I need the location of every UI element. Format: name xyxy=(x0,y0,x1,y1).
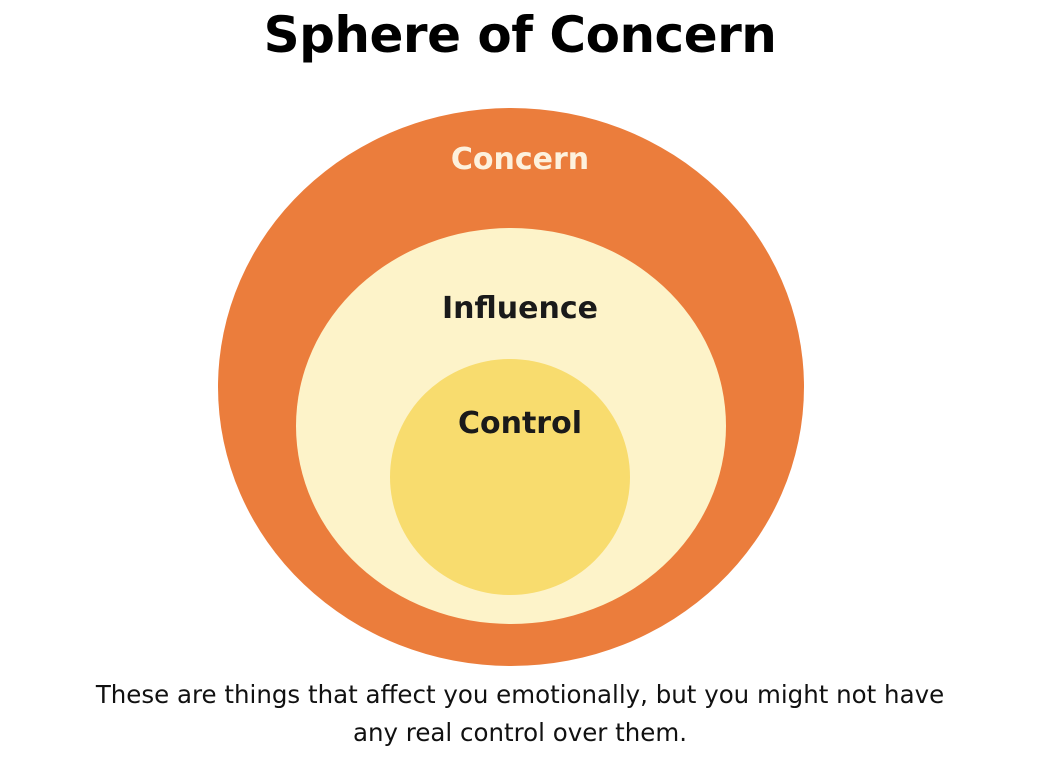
caption-line-2: any real control over them. xyxy=(352,718,688,747)
caption-line-1: These are things that affect you emotion… xyxy=(95,680,945,709)
concern-label: Concern xyxy=(450,142,590,177)
control-label: Control xyxy=(457,406,582,441)
caption: These are things that affect you emotion… xyxy=(0,676,1040,752)
diagram-title: Sphere of Concern xyxy=(263,6,777,64)
influence-label: Influence xyxy=(442,291,598,326)
control-circle xyxy=(390,359,630,595)
